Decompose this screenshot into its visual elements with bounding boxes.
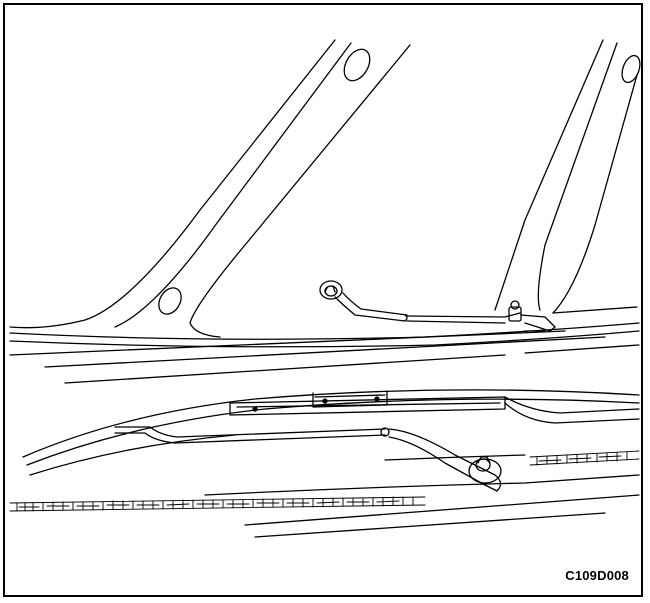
right-a-pillar bbox=[494, 39, 641, 314]
cowl-vent-grille bbox=[9, 450, 640, 512]
wiper-arm-line-drawing bbox=[9, 39, 641, 538]
illustration-frame: C109D008 bbox=[3, 3, 643, 597]
lower-body-lines bbox=[204, 454, 640, 538]
upper-arm-clip bbox=[508, 306, 522, 322]
left-a-pillar bbox=[9, 39, 411, 338]
left-vent-slots bbox=[16, 496, 414, 512]
left-pillar-upper-hole bbox=[343, 48, 371, 82]
upper-pivot-washer bbox=[319, 280, 343, 300]
right-pillar-hole bbox=[621, 54, 641, 84]
lower-pivot-nut bbox=[475, 458, 491, 472]
wiper-blade bbox=[22, 389, 640, 476]
cowl-panel bbox=[9, 322, 640, 384]
right-vent-slots bbox=[536, 451, 628, 466]
left-pillar-lower-hole bbox=[158, 287, 182, 315]
lower-wiper-arm bbox=[114, 426, 502, 492]
figure-code: C109D008 bbox=[565, 568, 629, 583]
upper-wiper-arm bbox=[319, 280, 556, 332]
